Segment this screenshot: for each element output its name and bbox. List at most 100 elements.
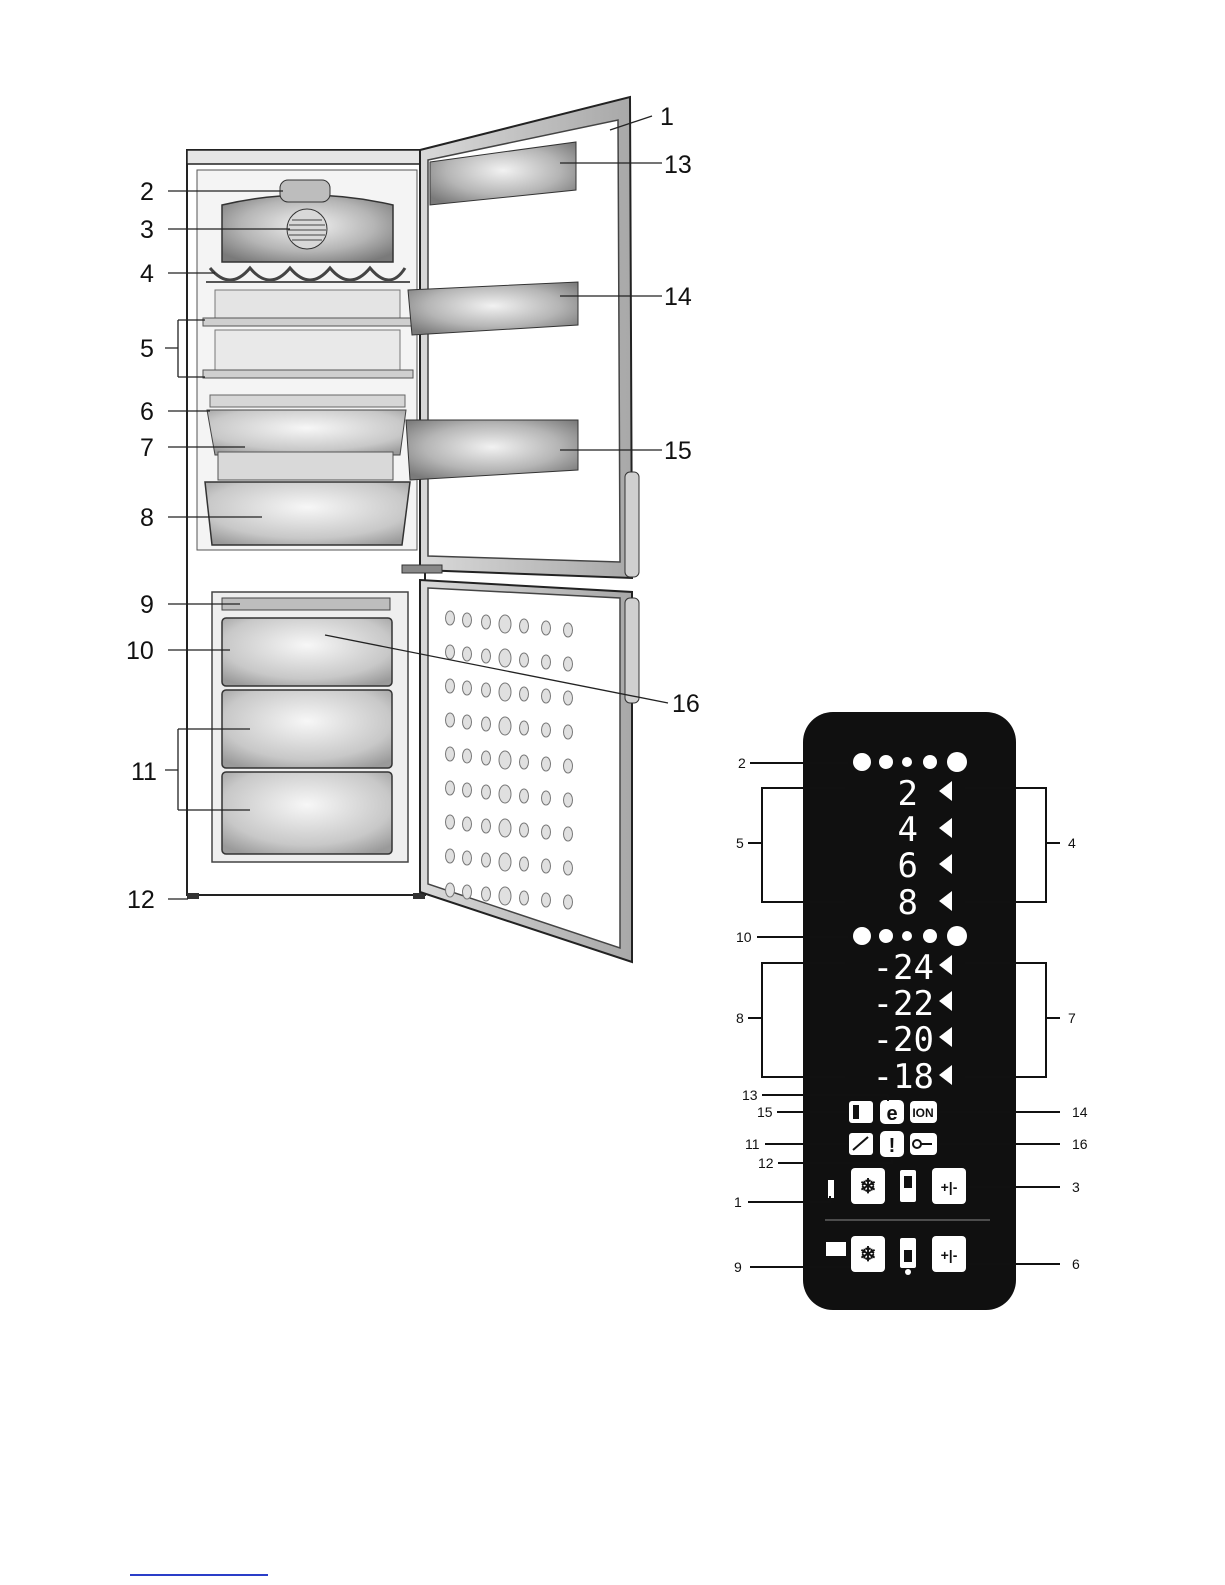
door-dimple — [499, 615, 511, 633]
fridge-temp-8: 8 — [898, 883, 918, 923]
fridge-callout-12: 12 — [127, 886, 155, 914]
door-dimple — [482, 785, 491, 799]
door-dimple — [482, 649, 491, 663]
door-dimple — [520, 653, 529, 667]
snowflake-icon: ❄ — [860, 1244, 877, 1266]
door-dimple — [564, 861, 573, 875]
fridge-callout-7: 7 — [140, 434, 154, 462]
fridge-callout-8: 8 — [140, 504, 154, 532]
panel-callout-14: 15 — [757, 1104, 773, 1120]
fridge-temp-6: 6 — [898, 846, 918, 886]
door-dimple — [463, 885, 472, 899]
cabinet-top-trim — [187, 150, 425, 164]
fridge-temp-4: 4 — [898, 810, 918, 850]
door-dimple — [463, 851, 472, 865]
door-dimple — [446, 781, 455, 795]
door-dimple — [520, 755, 529, 769]
door-dimple — [542, 655, 551, 669]
panel-callout-13: 13 — [742, 1087, 758, 1103]
door-dimple — [499, 853, 511, 871]
panel-callout-11: 11 — [745, 1136, 760, 1152]
panel-callout-10: 10 — [736, 929, 752, 945]
switch-off-icon — [849, 1101, 873, 1123]
door-dimple — [542, 757, 551, 771]
door-dimple — [542, 689, 551, 703]
door-dimple — [482, 819, 491, 833]
fast-freeze-icon — [826, 1242, 846, 1256]
door-dimple — [446, 645, 455, 659]
door-dimple — [499, 683, 511, 701]
door-dimple — [564, 725, 573, 739]
panel-callout-9: 9 — [734, 1259, 742, 1275]
door-dimple — [542, 825, 551, 839]
door-dimple — [446, 679, 455, 693]
door-dimple — [463, 613, 472, 627]
door-dimple — [482, 717, 491, 731]
svg-text:ION: ION — [912, 1106, 933, 1120]
light-unit — [280, 180, 330, 202]
panel-callout-2: 2 — [738, 755, 746, 771]
fridge-callout-1: 1 — [660, 103, 674, 131]
panel-callout-15: 14 — [1072, 1104, 1088, 1120]
freezer-temp-minus-20: -20 — [873, 1020, 934, 1060]
freezer-drawer-top — [222, 618, 392, 686]
panel-callout-3: 3 — [1072, 1179, 1080, 1195]
freezer-temperature-scale: -24 -22 -20 -18 — [873, 948, 934, 1097]
panel-callout-12: 12 — [758, 1155, 774, 1171]
fridge-temp-2: 2 — [898, 774, 918, 814]
fridge-callout-2: 2 — [140, 178, 154, 206]
door-dimple — [446, 611, 455, 625]
door-dimple — [542, 791, 551, 805]
panel-callout-8: 8 — [736, 1010, 744, 1026]
door-dimple — [482, 853, 491, 867]
door-dimple — [463, 647, 472, 661]
panel-callout-16: 16 — [1072, 1136, 1088, 1152]
door-dimple — [463, 715, 472, 729]
svg-text:!: ! — [889, 1135, 896, 1157]
door-dimple — [482, 751, 491, 765]
fridge-illustration — [187, 97, 639, 962]
fridge-callout-9: 9 — [140, 591, 154, 619]
crisper-cover — [207, 410, 406, 455]
panel-callout-7: 7 — [1068, 1010, 1076, 1026]
fan-grille — [287, 209, 327, 249]
door-dimple — [564, 691, 573, 705]
door-dimple — [463, 817, 472, 831]
control-panel: 2 4 6 8 -24 -22 -20 -18 — [803, 712, 1016, 1310]
fridge-handle — [625, 472, 639, 577]
fridge-callout-11: 11 — [131, 758, 157, 786]
door-dimple — [520, 823, 529, 837]
door-dimple — [520, 891, 529, 905]
panel-callout-4: 4 — [1068, 835, 1076, 851]
fridge-callout-5: 5 — [140, 335, 154, 363]
svg-text:e: e — [886, 1103, 897, 1125]
door-dimple — [463, 681, 472, 695]
key-lock-icon — [905, 1269, 911, 1275]
door-dimple — [499, 751, 511, 769]
door-dimple — [542, 859, 551, 873]
door-dimple — [564, 895, 573, 909]
fridge-plus-minus-label: +|- — [941, 1179, 958, 1195]
door-dimple — [542, 621, 551, 635]
fridge-callout-15: 15 — [664, 437, 692, 465]
door-dimple — [446, 713, 455, 727]
door-dimple — [564, 793, 573, 807]
door-dimple — [564, 657, 573, 671]
freezer-drawer-bottom — [222, 772, 392, 854]
fridge-callout-10: 10 — [126, 637, 154, 665]
door-dimple — [482, 683, 491, 697]
door-dimple — [463, 749, 472, 763]
door-dimple — [446, 815, 455, 829]
door-dimple — [564, 827, 573, 841]
door-dimple — [499, 649, 511, 667]
door-dimple — [520, 857, 529, 871]
door-dimple — [520, 619, 529, 633]
fridge-callout-13: 13 — [664, 151, 692, 179]
footer-link-underline — [130, 1574, 268, 1576]
door-dimple — [446, 849, 455, 863]
door-dimple — [542, 893, 551, 907]
fridge-temperature-scale: 2 4 6 8 — [898, 774, 918, 923]
fridge-callout-3: 3 — [140, 216, 154, 244]
door-shelf-bottle — [406, 420, 578, 480]
